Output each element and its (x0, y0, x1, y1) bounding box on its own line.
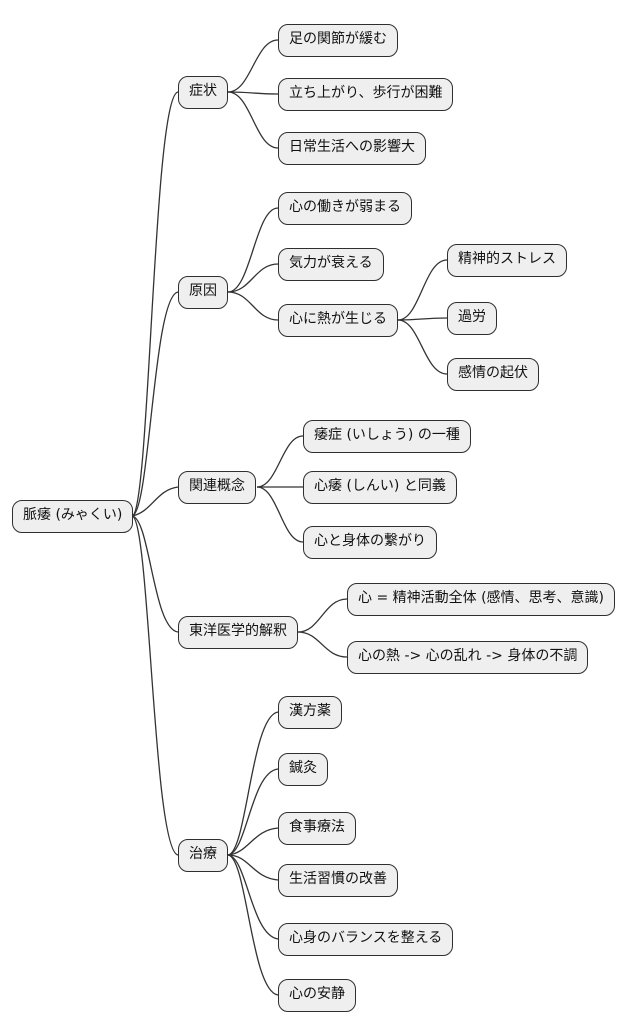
edge-heat-emotional-ups-downs (397, 319, 448, 375)
edge-treatment-acupuncture (227, 768, 279, 856)
node-heart-heat-chain: 心の熱 -> 心の乱れ -> 身体の不調 (347, 641, 589, 674)
edge-root-eastern-interpretation (131, 515, 179, 633)
node-vitality-declines: 気力が衰える (278, 248, 384, 281)
edge-root-symptoms (131, 91, 179, 517)
node-related-concepts: 関連概念 (178, 471, 256, 504)
node-symptoms: 症状 (178, 76, 228, 109)
node-mental-stress: 精神的ストレス (447, 244, 567, 277)
node-heart-function-weakens: 心の働きが弱まる (278, 192, 412, 225)
node-eastern-medicine-interpretation: 東洋医学的解釈 (178, 616, 298, 649)
edge-root-treatment (131, 515, 179, 856)
node-kampo-medicine: 漢方薬 (278, 696, 342, 729)
edge-related-mind-body (256, 486, 304, 543)
edge-eastern-heat-chain (297, 631, 348, 658)
edge-heat-overwork (397, 317, 448, 321)
edge-eastern-mental-activity (297, 598, 348, 633)
node-lifestyle-improvement: 生活習慣の改善 (278, 864, 398, 897)
node-shini-synonym: 心痿 (しんい) と同義 (303, 471, 457, 504)
node-standing-walking-difficulty: 立ち上がり、歩行が困難 (278, 78, 454, 111)
node-heat-in-heart: 心に熱が生じる (278, 304, 398, 337)
edge-treatment-diet (227, 827, 279, 856)
edge-causes-heat-in-heart (227, 291, 279, 321)
node-joints-loosen: 足の関節が緩む (278, 24, 398, 57)
edge-causes-heart-weakens (227, 207, 279, 293)
node-acupuncture: 鍼灸 (278, 753, 328, 786)
node-causes: 原因 (178, 276, 228, 309)
node-daily-life-impact: 日常生活への影響大 (278, 132, 426, 165)
node-emotional-ups-downs: 感情の起伏 (447, 358, 539, 391)
node-mind-body-connection: 心と身体の繋がり (303, 526, 437, 559)
edge-treatment-balance (227, 854, 279, 940)
node-diet-therapy: 食事療法 (278, 812, 356, 845)
root-node: 脈痿 (みゃくい) (12, 500, 134, 533)
node-heart-mental-activity: 心 = 精神活動全体 (感情、思考、意識) (347, 583, 616, 616)
edge-root-causes (131, 291, 179, 517)
edge-root-related-concepts (131, 486, 179, 517)
node-treatment: 治療 (178, 839, 228, 872)
edge-heat-mental-stress (397, 259, 448, 321)
edge-related-ishou-type (256, 435, 304, 488)
node-overwork: 過労 (447, 302, 497, 335)
edge-symptoms-standing-walking (227, 91, 279, 95)
edge-symptoms-joints-loosen (227, 39, 279, 93)
edge-causes-vitality-declines (227, 263, 279, 293)
edge-treatment-mental-rest (227, 854, 279, 996)
edge-treatment-lifestyle (227, 854, 279, 881)
node-mental-rest: 心の安静 (278, 979, 356, 1012)
node-ishou-type: 痿症 (いしょう) の一種 (303, 420, 471, 453)
edge-treatment-kampo (227, 711, 279, 856)
edge-symptoms-daily-life (227, 91, 279, 149)
node-mind-body-balance: 心身のバランスを整える (278, 923, 454, 956)
